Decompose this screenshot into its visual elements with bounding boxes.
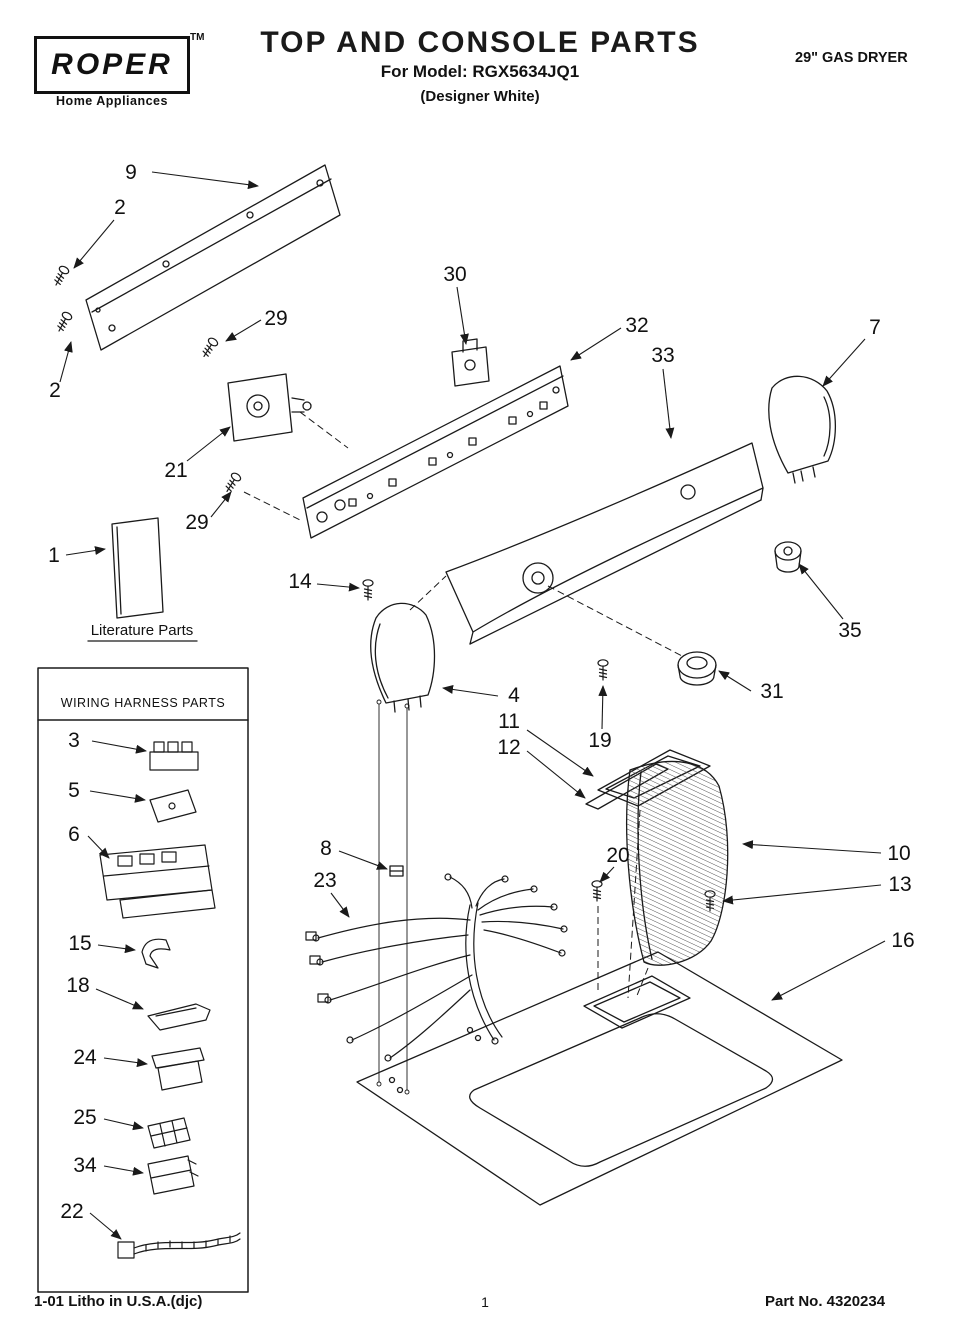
part-knob-small [774,541,802,573]
part-console-bracket [302,365,569,539]
wiring-box-title: WIRING HARNESS PARTS [61,696,225,710]
callout-8: 8 [320,837,332,860]
part-rear-console-panel [85,164,341,351]
callout-34: 34 [73,1154,97,1177]
alignment-dashed-lines [243,411,683,999]
callout-19: 19 [588,729,611,752]
part-wiring-harness [305,873,568,1062]
callout-7: 7 [869,316,881,339]
part-literature [87,517,198,642]
leader-arrows [59,171,886,1240]
mounting-rod-lines [376,699,410,1095]
part-timer [227,373,312,442]
callout-5: 5 [68,779,80,802]
footer-page-number: 1 [481,1294,489,1310]
part-endcap-right [768,375,836,484]
part-clip [389,865,404,877]
callout-15: 15 [68,932,91,955]
wiring-part-15-icon [141,938,171,969]
callout-35: 35 [838,619,861,642]
callout-14: 14 [288,570,312,593]
callout-21: 21 [164,459,187,482]
callout-20: 20 [606,844,629,867]
callout-32: 32 [625,314,648,337]
callout-33: 33 [651,344,674,367]
callout-22: 22 [60,1200,83,1223]
part-knob-large [677,651,717,686]
callout-29b: 29 [185,511,208,534]
wiring-part-34-icon [147,1155,199,1195]
callout-10: 10 [887,842,910,865]
callout-24: 24 [73,1046,97,1069]
callout-31: 31 [760,680,783,703]
part-lint-grille [626,760,729,966]
callout-numbers: 9 2 2 29 30 32 33 7 21 29 1 14 35 31 4 1… [48,161,915,952]
part-top-panel [356,951,843,1206]
callout-2b: 2 [49,379,61,402]
part-endcap-left [370,602,436,713]
trademark-symbol: TM [190,32,205,43]
model-line: For Model: RGX5634JQ1 [380,62,580,81]
callout-6: 6 [68,823,80,846]
callout-30: 30 [443,263,466,286]
callout-13: 13 [888,873,911,896]
part-switch [451,338,490,387]
callout-4: 4 [508,684,520,707]
roper-logo-text: ROPER [51,48,173,81]
callout-1: 1 [48,544,60,567]
footer-part-number: Part No. 4320234 [765,1293,886,1310]
wiring-box-numbers: WIRING HARNESS PARTS 3 5 6 15 18 24 25 3… [60,696,225,1223]
wiring-part-22-icon [117,1232,241,1259]
wiring-part-6-icon [99,844,216,919]
callout-3: 3 [68,729,80,752]
page-title: TOP AND CONSOLE PARTS [260,26,700,59]
part-console-panel [445,442,764,645]
wiring-part-3-icon [149,741,199,771]
wiring-harness-box [37,667,249,1293]
footer-litho-note: 1-01 Litho in U.S.A.(djc) [34,1293,203,1310]
callout-25: 25 [73,1106,96,1129]
roper-logo: ROPER [34,36,190,94]
callout-29a: 29 [264,307,287,330]
callout-12: 12 [497,736,520,759]
wiring-part-25-icon [147,1117,191,1149]
product-label: 29" GAS DRYER [795,50,908,66]
callout-9: 9 [125,161,137,184]
literature-parts-label: Literature Parts [91,622,194,639]
callout-18: 18 [66,974,89,997]
brand-tagline: Home Appliances [56,94,168,108]
callout-16: 16 [891,929,914,952]
finish-line: (Designer White) [420,88,540,105]
callout-11: 11 [498,710,520,733]
wiring-part-5-icon [149,789,197,823]
callout-2a: 2 [114,196,126,219]
callout-23: 23 [313,869,336,892]
wiring-part-18-icon [147,1003,211,1031]
wiring-part-icons [99,741,241,1259]
screw-icons [50,264,716,912]
wiring-part-24-icon [151,1047,205,1091]
